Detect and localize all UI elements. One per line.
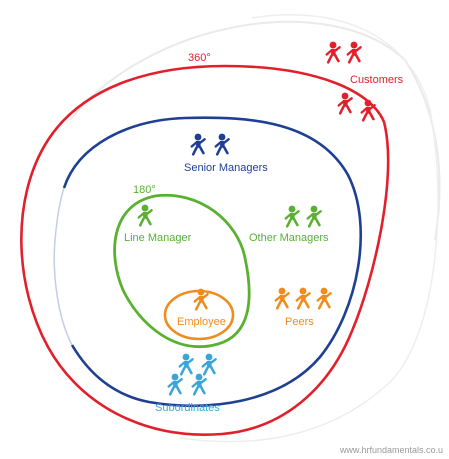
- line-manager-icons: [137, 203, 153, 227]
- person-icon: [190, 132, 206, 156]
- person-icon: [306, 204, 322, 228]
- person-icon: [360, 98, 376, 122]
- label-customers: Customers: [350, 74, 404, 86]
- ring-180: [113, 193, 251, 348]
- label-subordinates: Subordinates: [155, 402, 220, 414]
- label-senior-managers: Senior Managers: [184, 162, 268, 174]
- person-icon: [201, 352, 217, 376]
- person-icon: [191, 372, 207, 396]
- person-icon: [284, 204, 300, 228]
- person-icon: [346, 40, 362, 64]
- person-icon: [337, 91, 353, 115]
- senior-managers-icons: [190, 132, 230, 156]
- peers-icons: [274, 286, 332, 310]
- ring-managers: [62, 116, 363, 408]
- person-icon: [167, 372, 183, 396]
- label-employee: Employee: [177, 316, 226, 328]
- person-icon: [274, 286, 290, 310]
- person-icon: [178, 352, 194, 376]
- label-180: 180°: [133, 184, 156, 196]
- outer-faint-ring-right: [179, 14, 439, 443]
- person-icon: [137, 203, 153, 227]
- label-other-managers: Other Managers: [249, 232, 329, 244]
- subordinates-icons: [167, 352, 217, 396]
- person-icon: [316, 286, 332, 310]
- ring-managers-faded: [53, 187, 73, 346]
- person-icon: [214, 132, 230, 156]
- outer-faint-ring: [69, 20, 441, 241]
- other-managers-icons: [284, 204, 322, 228]
- label-peers: Peers: [285, 316, 314, 328]
- ring-360: [20, 64, 390, 436]
- person-icon: [295, 286, 311, 310]
- website-credit: www.hrfundamentals.co.u: [339, 445, 443, 455]
- label-360: 360°: [188, 52, 211, 64]
- person-icon: [325, 40, 341, 64]
- label-line-manager: Line Manager: [124, 232, 192, 244]
